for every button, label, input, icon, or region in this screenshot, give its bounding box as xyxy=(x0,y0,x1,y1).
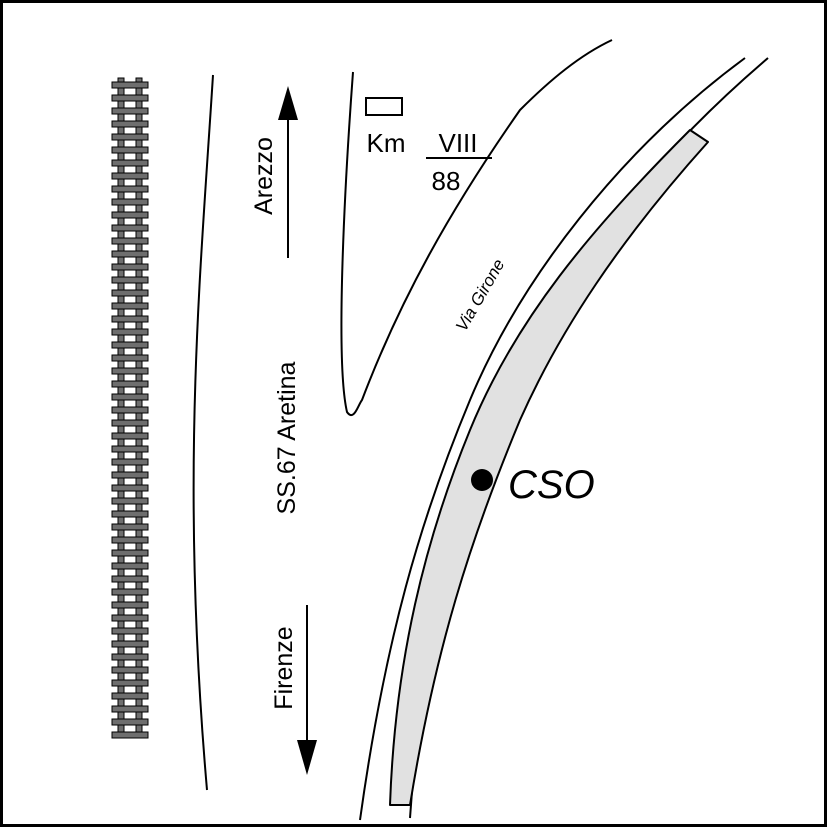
rail-tie xyxy=(111,679,149,687)
label-arezzo: Arezzo xyxy=(250,137,278,215)
rail-tie xyxy=(111,640,149,648)
milestone-box-icon xyxy=(365,97,403,116)
rail-tie xyxy=(111,536,149,544)
rail-tie xyxy=(111,484,149,492)
rail-tie xyxy=(111,627,149,635)
rail-tie xyxy=(111,588,149,596)
label-km-roman: VIII xyxy=(438,128,477,158)
railway-track-icon xyxy=(111,77,149,739)
rail-tie xyxy=(111,224,149,232)
rail-tie xyxy=(111,523,149,531)
rail-tie xyxy=(111,315,149,323)
arrow-down-icon xyxy=(297,605,317,775)
via-girone-left-edge xyxy=(359,57,746,821)
channel xyxy=(389,129,709,806)
rail-tie xyxy=(111,549,149,557)
label-firenze: Firenze xyxy=(270,626,298,709)
rail-tie xyxy=(111,432,149,440)
rail-tie xyxy=(111,718,149,726)
label-station: CSO xyxy=(508,463,595,507)
road-left-edge xyxy=(192,74,214,791)
rail-tie xyxy=(111,445,149,453)
rail-tie xyxy=(111,354,149,362)
rail-tie xyxy=(111,276,149,284)
rail-tie xyxy=(111,211,149,219)
rail-tie xyxy=(111,185,149,193)
rail-tie xyxy=(111,497,149,505)
rail-tie xyxy=(111,172,149,180)
rail-tie xyxy=(111,562,149,570)
rail-tie xyxy=(111,458,149,466)
rail-tie xyxy=(111,653,149,661)
location-dot-icon xyxy=(471,469,493,491)
label-km-number: 88 xyxy=(432,166,461,196)
rail-tie xyxy=(111,94,149,102)
rail-tie xyxy=(111,328,149,336)
rail-tie xyxy=(111,731,149,739)
rail-tie xyxy=(111,263,149,271)
rail-tie xyxy=(111,380,149,388)
rail-tie xyxy=(111,705,149,713)
rail-tie xyxy=(111,471,149,479)
road-right-edge xyxy=(340,39,613,417)
rail-tie xyxy=(111,237,149,245)
rail-tie xyxy=(111,302,149,310)
rail-tie xyxy=(111,133,149,141)
arrow-up-icon xyxy=(278,86,298,258)
rail-tie xyxy=(111,419,149,427)
rail-tie xyxy=(111,666,149,674)
rail-tie xyxy=(111,159,149,167)
rail-tie xyxy=(111,601,149,609)
rail-tie xyxy=(111,510,149,518)
label-road: SS.67 Aretina xyxy=(273,361,301,514)
rail-tie xyxy=(111,289,149,297)
rail-tie xyxy=(111,198,149,206)
rail-tie xyxy=(111,250,149,258)
rail-tie xyxy=(111,341,149,349)
rail-tie xyxy=(111,692,149,700)
label-km: Km xyxy=(367,128,406,158)
rail-tie xyxy=(111,81,149,89)
rail-tie xyxy=(111,107,149,115)
rail-tie xyxy=(111,120,149,128)
rail-tie xyxy=(111,406,149,414)
rail-tie xyxy=(111,614,149,622)
rail-tie xyxy=(111,146,149,154)
rail-tie xyxy=(111,367,149,375)
rail-tie xyxy=(111,393,149,401)
rail-tie xyxy=(111,575,149,583)
